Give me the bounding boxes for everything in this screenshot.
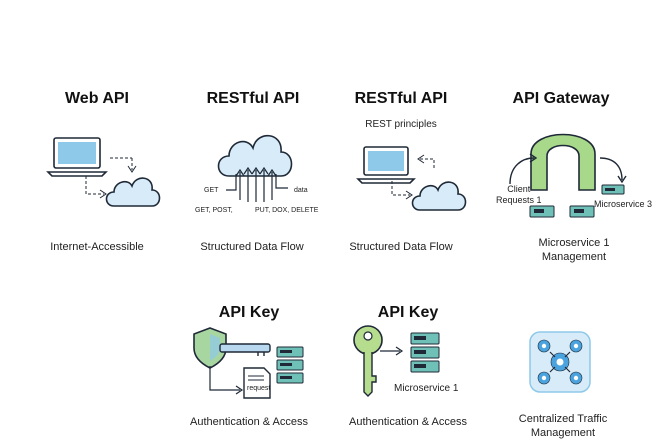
- server-icon: [569, 205, 595, 218]
- curved-arrow-icon: [599, 157, 627, 184]
- get-post-label: GET, POST,: [195, 207, 233, 214]
- request-arrows-icon: [226, 166, 288, 202]
- gateway-arch-icon: [530, 133, 596, 191]
- server-icon: [601, 184, 625, 195]
- put-dox-delete-label: PUT, DOX, DELETE: [255, 207, 319, 214]
- api-gateway-title: API Gateway: [512, 90, 610, 107]
- key-icon: [219, 343, 271, 356]
- restful-principles-caption: Structured Data Flow: [349, 241, 453, 253]
- restful-api-title: RESTful API: [354, 90, 448, 107]
- management-label: Management: [541, 251, 607, 263]
- curved-arrow-icon: [509, 153, 538, 185]
- api-key-title: API Key: [377, 304, 439, 321]
- get-label: GET: [204, 187, 219, 194]
- server-icon: [529, 205, 555, 218]
- api-key-title: API Key: [218, 304, 280, 321]
- dashed-arrow-icon: [85, 157, 137, 199]
- web-api-title: Web API: [64, 90, 130, 107]
- server-stack-icon: [410, 332, 440, 373]
- cloud-icon: [411, 181, 467, 211]
- document-icon: [243, 367, 271, 399]
- server-stack-icon: [276, 346, 304, 384]
- data-label: data: [294, 187, 308, 194]
- gear-network-icon: [529, 331, 591, 393]
- restful-api-caption: Structured Data Flow: [200, 241, 304, 253]
- request-label: request: [247, 385, 271, 392]
- cloud-icon: [217, 134, 293, 177]
- client-requests-label: Client Requests 1: [496, 184, 542, 206]
- management-label: Management: [530, 427, 596, 439]
- restful-api-title: RESTful API: [206, 90, 300, 107]
- gateway-caption: Microservice 1 Management: [539, 236, 610, 264]
- cloud-icon: [105, 177, 161, 207]
- key-icon: [353, 325, 383, 397]
- api-key-caption: Authentication & Access: [348, 416, 468, 428]
- microservice-1-label: Microservice 1: [394, 383, 459, 394]
- arrow-right-icon: [380, 346, 404, 356]
- centralized-traffic-label: Centralized Traffic: [518, 413, 608, 425]
- dashed-arrow-icon: [391, 154, 435, 200]
- traffic-caption: Centralized Traffic Management: [519, 412, 607, 440]
- api-key-caption: Authentication & Access: [189, 416, 309, 428]
- laptop-icon: [46, 137, 108, 177]
- client-label: Client: [507, 184, 531, 194]
- laptop-icon: [356, 146, 416, 184]
- requests-label: Requests 1: [496, 195, 542, 205]
- connector-line-icon: [209, 366, 244, 395]
- microservice-3-label: Microservice 3: [594, 199, 653, 209]
- rest-principles-label: REST principles: [365, 119, 437, 130]
- web-api-caption: Internet-Accessible: [50, 241, 144, 253]
- microservice-1-label: Microservice 1: [538, 237, 610, 249]
